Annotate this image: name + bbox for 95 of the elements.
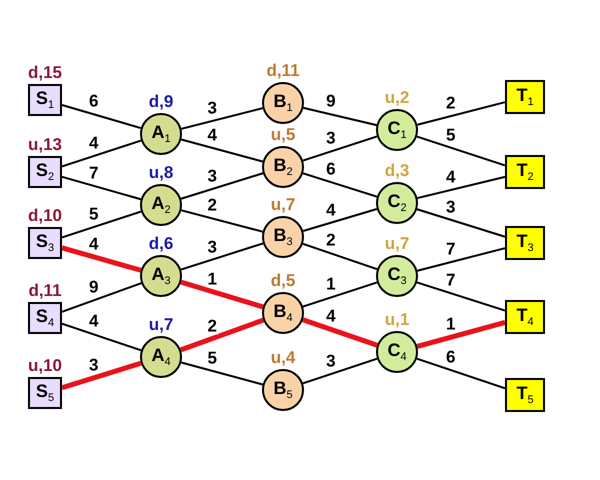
node-annotation: u,10 bbox=[28, 357, 62, 374]
state-circle: B$_{3}$ bbox=[262, 216, 304, 258]
node-annotation: u,13 bbox=[28, 136, 62, 153]
connector-line bbox=[303, 106, 377, 126]
connector-line bbox=[302, 242, 378, 270]
node-annotation: u,7 bbox=[384, 235, 410, 252]
node-annotation: d,5 bbox=[270, 272, 296, 289]
connector-line bbox=[417, 247, 506, 272]
connector-line bbox=[62, 176, 142, 200]
connector-line bbox=[62, 104, 142, 130]
edge-weight-label: 4 bbox=[445, 168, 456, 186]
connector-line bbox=[62, 140, 142, 168]
connector-line bbox=[417, 101, 506, 126]
highlighted-path-line bbox=[416, 320, 506, 349]
connector-line bbox=[416, 281, 506, 312]
edge-weight-label: 6 bbox=[445, 348, 456, 366]
state-circle: C$_{3}$ bbox=[376, 255, 418, 297]
highlighted-path-line bbox=[302, 317, 378, 348]
state-circle: C$_{4}$ bbox=[376, 331, 418, 373]
edge-weight-label: 5 bbox=[206, 349, 218, 366]
state-circle: B$_{1}$ bbox=[262, 82, 304, 124]
edge-weight-label: 1 bbox=[206, 270, 218, 288]
node-annotation: u,7 bbox=[148, 316, 174, 333]
connector-line bbox=[416, 358, 506, 390]
connector-line bbox=[180, 172, 264, 200]
edge-weight-label: 4 bbox=[88, 235, 100, 252]
edge-weight-label: 4 bbox=[206, 126, 218, 144]
node-annotation: u,8 bbox=[148, 164, 174, 181]
edge-weight-label: 3 bbox=[88, 356, 100, 374]
connector-line bbox=[302, 172, 378, 198]
connector-line bbox=[180, 242, 264, 271]
terminal-box: T$_{4}$ bbox=[505, 300, 545, 334]
edge-weight-label: 3 bbox=[206, 168, 218, 185]
connector-line bbox=[62, 282, 142, 313]
node-annotation: d,6 bbox=[148, 235, 174, 252]
edge-weight-label: 3 bbox=[325, 352, 337, 370]
terminal-box: T$_{3}$ bbox=[505, 226, 545, 260]
terminal-box: T$_{2}$ bbox=[505, 155, 545, 189]
edge-weight-label: 6 bbox=[325, 160, 337, 178]
node-annotation: d,9 bbox=[148, 93, 174, 110]
terminal-box: T$_{1}$ bbox=[505, 80, 545, 114]
connector-line bbox=[302, 282, 378, 308]
state-circle: B$_{5}$ bbox=[262, 369, 304, 411]
terminal-box: S$_{3}$ bbox=[28, 227, 62, 259]
node-annotation: u,7 bbox=[270, 196, 296, 213]
terminal-box: S$_{1}$ bbox=[28, 84, 62, 116]
edge-weight-label: 5 bbox=[88, 206, 100, 223]
connector-line bbox=[181, 107, 263, 130]
connector-line bbox=[417, 176, 506, 200]
edge-weight-label: 5 bbox=[445, 126, 456, 144]
edge-weight-label: 4 bbox=[325, 201, 337, 218]
edge-weight-label: 2 bbox=[206, 317, 218, 334]
node-annotation: u,5 bbox=[270, 126, 296, 143]
terminal-box: S$_{4}$ bbox=[28, 302, 62, 334]
state-circle: A$_{2}$ bbox=[140, 184, 182, 226]
connector-line bbox=[62, 210, 142, 238]
node-annotation: d,11 bbox=[266, 62, 300, 79]
highlighted-path-line bbox=[180, 280, 264, 310]
state-circle: A$_{1}$ bbox=[140, 113, 182, 155]
connector-line bbox=[416, 136, 506, 166]
edge-weight-label: 3 bbox=[206, 99, 218, 116]
state-circle: C$_{1}$ bbox=[376, 109, 418, 151]
node-annotation: d,11 bbox=[28, 282, 62, 299]
connector-line bbox=[302, 208, 378, 232]
edge-weight-label: 3 bbox=[325, 130, 337, 147]
node-annotation: u,2 bbox=[384, 89, 410, 106]
node-annotation: u,1 bbox=[384, 311, 410, 328]
node-annotation: d,3 bbox=[384, 162, 410, 179]
state-circle: B$_{2}$ bbox=[262, 146, 304, 188]
edge-weight-label: 6 bbox=[88, 92, 100, 110]
state-circle: A$_{3}$ bbox=[140, 255, 182, 297]
edge-weight-label: 3 bbox=[206, 238, 218, 256]
highlighted-path-line bbox=[61, 245, 142, 273]
highlighted-path-line bbox=[180, 318, 264, 352]
terminal-box: T$_{5}$ bbox=[505, 378, 545, 412]
highlighted-path-line bbox=[61, 360, 142, 390]
connector-line bbox=[181, 209, 263, 233]
edge-weight-label: 3 bbox=[445, 198, 456, 216]
state-circle: C$_{2}$ bbox=[376, 182, 418, 224]
state-circle: A$_{4}$ bbox=[140, 336, 182, 378]
connector-line bbox=[416, 208, 506, 238]
edge-weight-label: 7 bbox=[88, 164, 100, 182]
connector-line bbox=[181, 138, 263, 162]
state-circle: B$_{4}$ bbox=[262, 292, 304, 334]
edge-weight-label: 9 bbox=[88, 278, 100, 296]
node-annotation: d,10 bbox=[28, 207, 62, 224]
edge-weight-label: 9 bbox=[325, 92, 337, 110]
connector-line bbox=[181, 362, 263, 386]
terminal-box: S$_{2}$ bbox=[28, 156, 62, 188]
node-annotation: u,4 bbox=[270, 349, 296, 366]
terminal-box: S$_{5}$ bbox=[28, 377, 62, 409]
connector-line bbox=[302, 136, 378, 162]
node-annotation: d,15 bbox=[28, 64, 62, 81]
connector-line bbox=[302, 358, 378, 384]
connector-line bbox=[62, 322, 142, 352]
